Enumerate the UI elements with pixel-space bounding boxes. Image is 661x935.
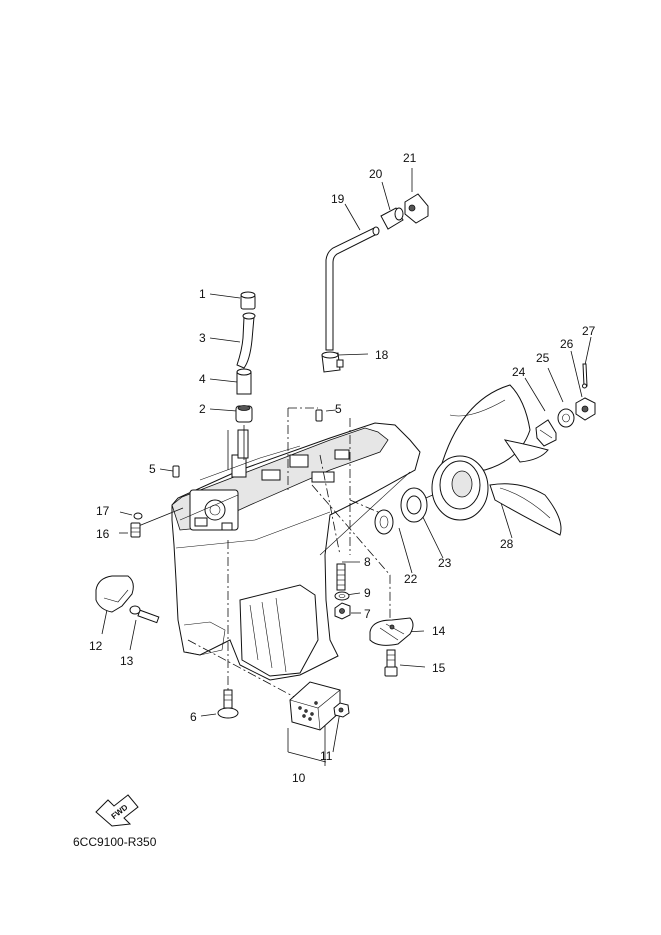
callout-22: 22 (404, 572, 418, 586)
callout-12: 12 (89, 639, 103, 653)
callout-9: 9 (364, 586, 371, 600)
callout-16: 16 (96, 527, 110, 541)
part-3-water-tube (236, 312, 256, 369)
callout-20: 20 (369, 167, 383, 181)
callout-19: 19 (331, 192, 345, 206)
callout-25: 25 (536, 351, 550, 365)
part-4-sleeve (236, 368, 252, 395)
callout-28: 28 (500, 537, 514, 551)
part-2-grommet (235, 405, 253, 423)
part-16-plug (130, 522, 141, 538)
part-7-nut (334, 602, 351, 620)
part-20-sleeve (380, 207, 404, 230)
callout-5-upper: 5 (335, 402, 342, 416)
part-28-propeller (431, 384, 562, 536)
callout-23: 23 (438, 556, 452, 570)
callout-11: 11 (320, 749, 333, 763)
callout-13: 13 (120, 654, 134, 668)
callout-8: 8 (364, 555, 371, 569)
part-23-thrust-washer (400, 487, 428, 523)
part-13-screw (129, 605, 160, 624)
part-11-nut (333, 702, 350, 718)
part-15-bolt (384, 649, 398, 677)
callout-7: 7 (364, 607, 371, 621)
part-12-cover (95, 575, 134, 613)
callout-14: 14 (432, 624, 446, 638)
part-5-dowel-pin-a (315, 409, 323, 422)
callout-15: 15 (432, 661, 446, 675)
part-21-grommet (404, 193, 429, 224)
part-26-propeller-nut (575, 397, 596, 421)
callout-labels: 1 3 4 2 5 5 17 16 19 20 21 18 24 25 26 2… (89, 151, 596, 785)
callout-2: 2 (199, 402, 206, 416)
part-22-spacer (374, 509, 394, 535)
callout-17: 17 (96, 504, 110, 518)
part-24-spacer (535, 419, 557, 447)
callout-26: 26 (560, 337, 574, 351)
part-14-trim-tab (369, 617, 414, 646)
lower-case-housing (171, 422, 421, 681)
callout-24: 24 (512, 365, 526, 379)
callout-27: 27 (582, 324, 596, 338)
callout-21: 21 (403, 151, 417, 165)
callout-4: 4 (199, 372, 206, 386)
callout-10: 10 (292, 771, 306, 785)
part-6-bolt (217, 689, 239, 719)
part-10-anode (289, 681, 341, 731)
part-17-gasket (133, 512, 143, 520)
callout-3: 3 (199, 331, 206, 345)
part-9-washer (334, 591, 350, 601)
part-8-stud-bolt (336, 563, 346, 591)
part-18-grommet (321, 351, 344, 373)
part-25-washer (557, 408, 575, 428)
part-19-water-tube (325, 226, 380, 351)
part-5-dowel-pin-b (172, 465, 180, 478)
part-1-collar (240, 291, 256, 310)
part-27-cotter-pin (582, 363, 588, 389)
callout-18: 18 (375, 348, 389, 362)
callout-1: 1 (199, 287, 206, 301)
callout-6: 6 (190, 710, 197, 724)
callout-5-lower: 5 (149, 462, 156, 476)
diagram-code: 6CC9100-R350 (73, 835, 157, 849)
fwd-arrow-icon: FWD (95, 794, 139, 827)
